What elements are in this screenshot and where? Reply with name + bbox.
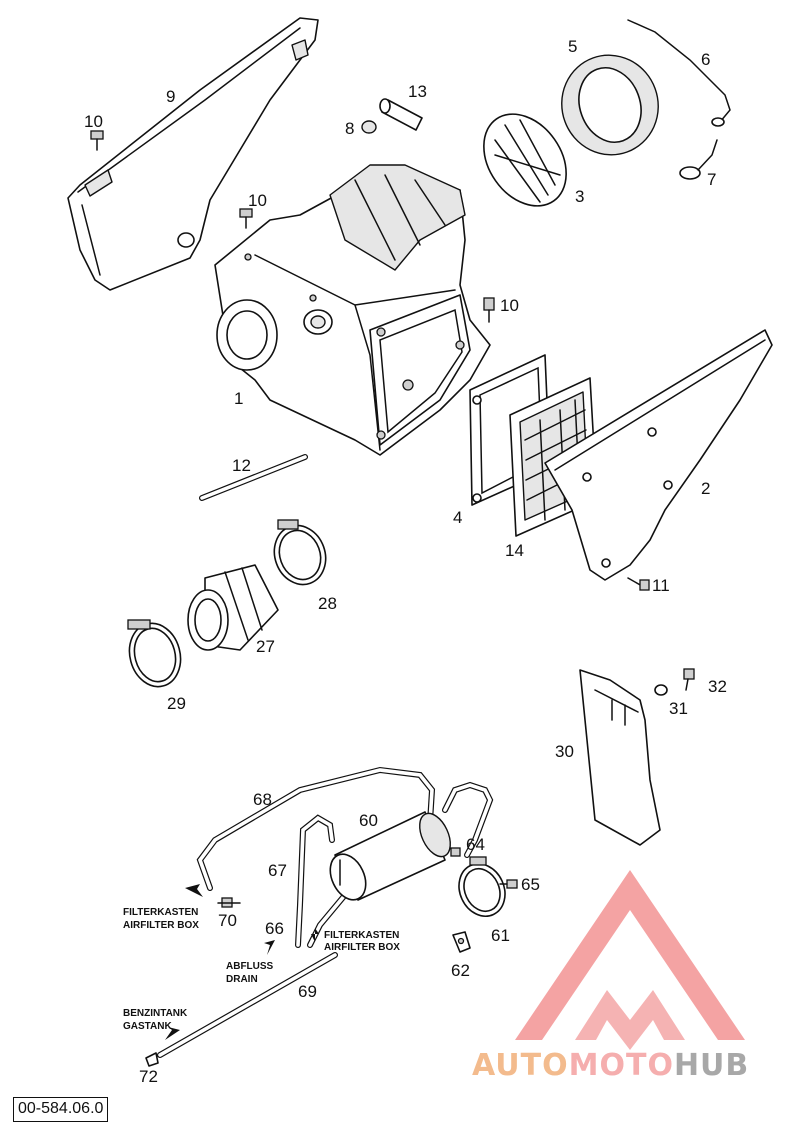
part-6-wire-bracket <box>627 19 731 127</box>
callout-11: 11 <box>652 576 670 595</box>
callout-6: 6 <box>701 50 710 69</box>
part-1-airbox <box>214 164 491 456</box>
part-31-washer <box>654 684 668 696</box>
screw-10-right <box>483 297 495 323</box>
arrow-to-filterkasten-left <box>185 884 203 897</box>
callout-14: 14 <box>505 541 524 560</box>
callout-5: 5 <box>568 37 577 56</box>
watermark-inner-m <box>575 990 685 1050</box>
callout-labels: 9 10 13 8 5 6 7 3 10 10 1 4 14 2 11 12 2… <box>84 37 727 1086</box>
part-2-right-side-cover <box>544 329 773 581</box>
part-60-canister <box>329 811 451 901</box>
callout-66: 66 <box>265 919 284 938</box>
watermark-triangle <box>515 870 745 1040</box>
callout-30: 30 <box>555 742 574 761</box>
arrow-abfluss <box>264 940 275 955</box>
part-70-fitting <box>217 897 241 908</box>
callout-31: 31 <box>669 699 688 718</box>
note-filterkasten-left-de: FILTERKASTEN <box>123 907 198 918</box>
note-abfluss-de: ABFLUSS <box>226 961 274 972</box>
notes: FILTERKASTEN AIRFILTER BOX FILTERKASTEN … <box>123 907 400 1032</box>
part-13-sleeve <box>379 98 423 131</box>
callout-4: 4 <box>453 508 462 527</box>
note-filterkasten-right-en: AIRFILTER BOX <box>324 942 400 953</box>
part-9-left-side-cover <box>67 17 319 291</box>
callout-3: 3 <box>575 187 584 206</box>
callout-10-right: 10 <box>500 296 519 315</box>
part-7-pin <box>679 139 718 180</box>
part-5-filter-ring <box>561 54 659 156</box>
callout-1: 1 <box>234 389 243 408</box>
part-65-screw <box>499 879 518 889</box>
note-benzintank-en: GASTANK <box>123 1021 172 1032</box>
reference-code: 00-584.06.0 <box>13 1097 109 1122</box>
screw-11 <box>627 577 650 591</box>
callout-65: 65 <box>521 875 540 894</box>
callout-60: 60 <box>359 811 378 830</box>
callout-64: 64 <box>466 835 485 854</box>
part-3-filter-cage <box>483 113 567 207</box>
arrow-benzintank <box>165 1027 180 1040</box>
callout-62: 62 <box>451 961 470 980</box>
callout-68: 68 <box>253 790 272 809</box>
callout-8: 8 <box>345 119 354 138</box>
callout-10-left: 10 <box>84 112 103 131</box>
part-12-hose <box>199 454 308 501</box>
part-29-clamp <box>127 619 182 688</box>
part-64-screw <box>450 847 461 857</box>
callout-29: 29 <box>167 694 186 713</box>
callout-61: 61 <box>491 926 510 945</box>
callout-70: 70 <box>218 911 237 930</box>
note-filterkasten-right-de: FILTERKASTEN <box>324 930 399 941</box>
part-30-mudflap <box>579 669 661 846</box>
callout-32: 32 <box>708 677 727 696</box>
part-72-fitting <box>145 1052 159 1067</box>
screw-10-mid <box>239 208 253 229</box>
part-8-nut <box>361 120 377 134</box>
drain-hoses <box>157 766 494 1058</box>
watermark-moto: MOTO <box>569 1048 674 1083</box>
callout-10-mid: 10 <box>248 191 267 210</box>
watermark-text: AUTOMOTOHUB <box>472 1048 749 1083</box>
part-28-clamp <box>273 519 327 586</box>
callout-27: 27 <box>256 637 275 656</box>
automotohub-watermark-logo: AUTOMOTOHUB <box>472 870 749 1083</box>
part-62-clip <box>452 931 471 953</box>
callout-69: 69 <box>298 982 317 1001</box>
note-filterkasten-left-en: AIRFILTER BOX <box>123 920 199 931</box>
arrows <box>165 884 319 1040</box>
note-benzintank-de: BENZINTANK <box>123 1008 188 1019</box>
callout-72: 72 <box>139 1067 158 1086</box>
watermark-hub: HUB <box>674 1048 749 1083</box>
part-27-intake-boot <box>187 564 279 651</box>
part-61-clamp <box>458 856 506 917</box>
watermark-auto: AUTO <box>472 1048 569 1083</box>
callout-67: 67 <box>268 861 287 880</box>
callout-2: 2 <box>701 479 710 498</box>
arrow-filterkasten-right <box>311 928 319 942</box>
callout-9: 9 <box>166 87 175 106</box>
callout-13: 13 <box>408 82 427 101</box>
callout-12: 12 <box>232 456 251 475</box>
callout-7: 7 <box>707 170 716 189</box>
note-abfluss-en: DRAIN <box>226 974 258 985</box>
part-32-screw <box>683 668 695 691</box>
callout-28: 28 <box>318 594 337 613</box>
screw-10-left <box>90 130 104 151</box>
